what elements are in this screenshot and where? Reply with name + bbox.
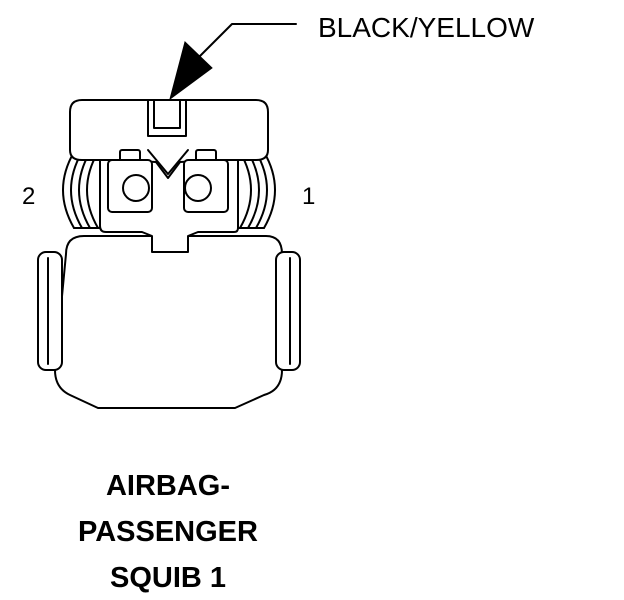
connector-title: AIRBAG- PASSENGER SQUIB 1 <box>78 470 258 594</box>
connector-title-line-3: SQUIB 1 <box>110 562 226 594</box>
connector-title-line-2: PASSENGER <box>78 516 258 548</box>
pin-1-terminal <box>184 174 212 202</box>
connector-latch-inner <box>153 99 181 129</box>
connector-title-line-1: AIRBAG- <box>106 470 230 502</box>
connector-left-grip <box>37 251 63 371</box>
wire-color-callout <box>169 23 297 101</box>
pin-2-terminal <box>122 174 150 202</box>
callout-arrowhead <box>169 41 213 101</box>
connector-right-ribs <box>235 151 276 229</box>
connector-v-notch <box>147 149 189 175</box>
connector-left-ribs <box>62 151 105 229</box>
wire-color-label: BLACK/YELLOW <box>318 12 535 43</box>
callout-leader-line <box>199 23 297 57</box>
connector-right-grip <box>275 251 301 371</box>
connector-body <box>37 99 301 409</box>
connector-lower-housing <box>54 235 283 409</box>
pin-label-2: 2 <box>22 183 35 210</box>
pin-label-1: 1 <box>302 183 315 210</box>
